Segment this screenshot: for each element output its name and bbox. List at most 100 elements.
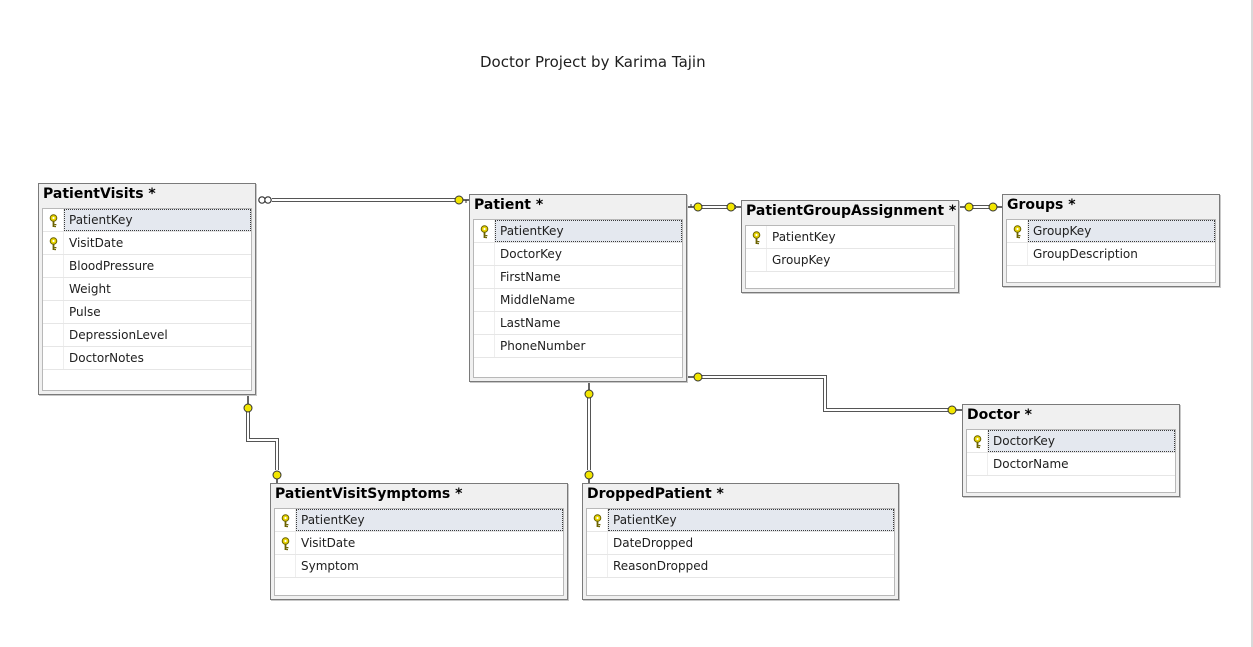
key-endpoint-icon [959,202,974,212]
row-selector[interactable] [43,347,64,369]
column-row[interactable]: Weight [43,278,251,301]
relationship-doctor-patient[interactable] [688,372,962,415]
column-name: PatientKey [495,220,682,242]
row-selector[interactable] [474,243,495,265]
row-selector[interactable] [474,220,495,242]
row-selector[interactable] [967,430,988,452]
column-row[interactable]: DepressionLevel [43,324,251,347]
key-icon [280,513,291,528]
column-name: Pulse [69,305,101,319]
table-title[interactable]: Doctor * [967,407,1032,423]
row-selector[interactable] [587,532,608,554]
row-selector[interactable] [1007,243,1028,265]
canvas-edge [1251,0,1253,647]
relationship-patient-patientgroupassignment[interactable] [688,202,741,212]
column-row[interactable]: PhoneNumber [474,335,682,358]
diagram-title: Doctor Project by Karima Tajin [480,53,706,71]
row-selector[interactable] [474,312,495,334]
key-icon [48,236,59,251]
key-icon [1012,224,1023,239]
column-row[interactable]: MiddleName [474,289,682,312]
column-row[interactable]: DoctorKey [474,243,682,266]
key-endpoint-icon [726,202,741,212]
row-selector[interactable] [746,249,767,271]
row-selector[interactable] [1007,220,1028,242]
column-row[interactable]: PatientKey [474,220,682,243]
key-endpoint-icon [688,202,703,212]
row-selector[interactable] [43,255,64,277]
row-selector[interactable] [474,335,495,357]
column-row[interactable]: VisitDate [43,232,251,255]
column-row[interactable]: DoctorName [967,453,1175,476]
key-endpoint-icon [947,405,962,415]
column-row[interactable]: GroupDescription [1007,243,1215,266]
column-name: GroupKey [1028,220,1215,242]
column-row[interactable]: ReasonDropped [587,555,894,578]
column-name: LastName [500,316,561,330]
key-endpoint-icon [688,372,703,382]
column-row[interactable]: PatientKey [587,509,894,532]
row-selector[interactable] [43,301,64,323]
relationship-patient-droppedpatient[interactable] [584,383,594,485]
row-selector[interactable] [43,209,64,231]
row-selector[interactable] [275,509,296,531]
column-row[interactable]: PatientKey [43,209,251,232]
table-title[interactable]: Patient * [474,197,544,213]
column-row[interactable]: BloodPressure [43,255,251,278]
row-selector[interactable] [43,278,64,300]
column-row[interactable]: DoctorKey [967,430,1175,453]
key-icon [479,224,490,239]
column-row[interactable]: LastName [474,312,682,335]
row-selector[interactable] [967,453,988,475]
row-selector[interactable] [587,555,608,577]
row-selector[interactable] [587,509,608,531]
column-row[interactable]: PatientKey [275,509,563,532]
row-selector[interactable] [474,289,495,311]
row-selector[interactable] [43,324,64,346]
column-row[interactable]: PatientKey [746,226,954,249]
column-row[interactable]: DateDropped [587,532,894,555]
table-title[interactable]: DroppedPatient * [587,486,724,502]
row-selector[interactable] [275,555,296,577]
table-title[interactable]: Groups * [1007,197,1076,213]
column-row[interactable]: Pulse [43,301,251,324]
column-name: DoctorKey [500,247,562,261]
column-name: DoctorName [993,457,1069,471]
column-name: GroupDescription [1033,247,1138,261]
key-icon [48,213,59,228]
row-selector[interactable] [474,266,495,288]
column-row[interactable]: DoctorNotes [43,347,251,370]
column-row[interactable]: GroupKey [746,249,954,272]
row-selector[interactable] [746,226,767,248]
column-name: BloodPressure [69,259,155,273]
column-name: DateDropped [613,536,694,550]
relationship-groups-patientgroupassignment[interactable] [959,202,1003,212]
column-row[interactable]: VisitDate [275,532,563,555]
column-name: MiddleName [500,293,576,307]
key-icon [592,513,603,528]
column-row[interactable]: Symptom [275,555,563,578]
column-row[interactable]: GroupKey [1007,220,1215,243]
key-endpoint-icon [988,202,1003,212]
column-name: ReasonDropped [613,559,709,573]
table-title[interactable]: PatientVisits * [43,186,156,202]
column-row[interactable]: FirstName [474,266,682,289]
table-title[interactable]: PatientVisitSymptoms * [275,486,463,502]
column-name: Weight [69,282,111,296]
relationship-patient-patientvisits[interactable] [258,195,469,205]
row-selector[interactable] [43,232,64,254]
row-selector[interactable] [275,532,296,554]
relationship-patientvisits-patientvisitsymptoms[interactable] [243,396,282,485]
table-title[interactable]: PatientGroupAssignment * [746,203,957,219]
key-icon [751,230,762,245]
